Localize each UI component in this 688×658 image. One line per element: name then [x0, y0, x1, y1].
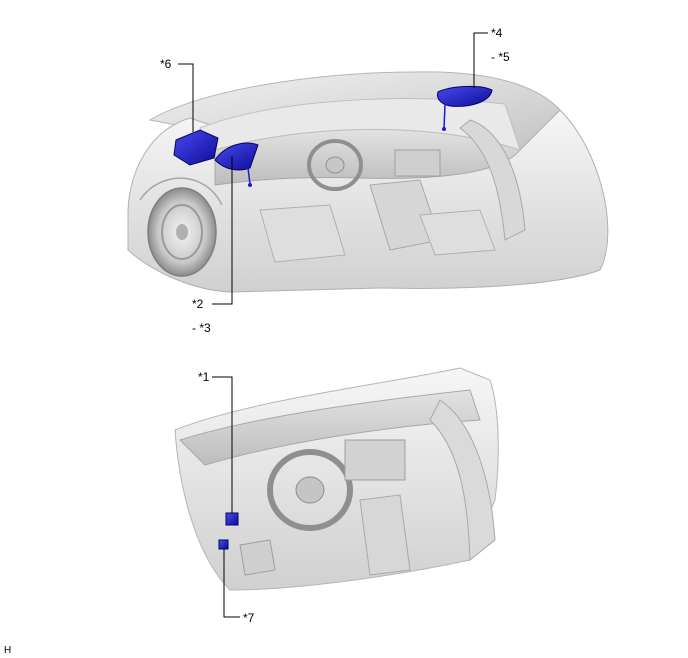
- component-4-5-side-airbag-right: [437, 85, 493, 131]
- leader-lines-lower: [212, 376, 240, 618]
- callout-4: *4: [491, 26, 503, 40]
- callout-7: *7: [243, 611, 255, 625]
- leader-lines-upper: [178, 32, 488, 305]
- callout-1: *1: [198, 370, 210, 384]
- lower-dashboard-illustration: [174, 367, 499, 591]
- callout-2: *2: [192, 297, 204, 311]
- callout-6: *6: [160, 57, 172, 71]
- upper-car-illustration: [127, 71, 609, 293]
- callout-5: - *5: [491, 50, 510, 64]
- component-1-module: [225, 512, 239, 526]
- component-6-unit: [173, 129, 219, 166]
- component-7-connector: [218, 539, 229, 550]
- corner-code: H: [4, 645, 12, 656]
- component-2-3-side-airbag-left: [214, 142, 259, 187]
- callout-3: - *3: [192, 321, 211, 335]
